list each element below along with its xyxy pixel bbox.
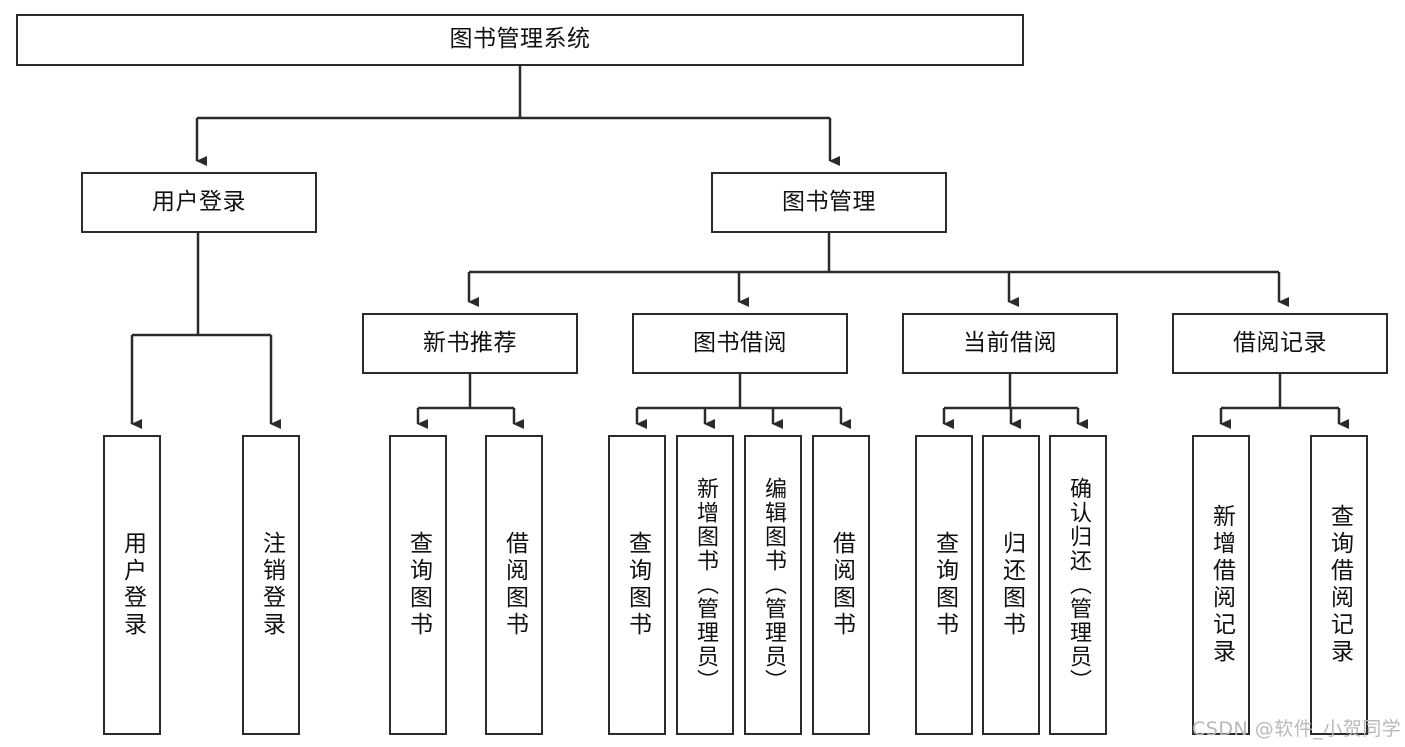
node-label-leaf-return-book: 归还图书 — [998, 531, 1025, 639]
node-root[interactable]: 图书管理系统 — [16, 14, 1024, 66]
node-leaf-user-login[interactable]: 用户登录 — [103, 435, 161, 735]
node-leaf-add-book[interactable]: 新增图书（管理员） — [676, 435, 734, 735]
node-label-leaf-add-record: 新增借阅记录 — [1208, 504, 1235, 666]
node-label-leaf-borrow-book-1: 借阅图书 — [501, 531, 528, 639]
node-leaf-query-record[interactable]: 查询借阅记录 — [1310, 435, 1368, 735]
node-label-leaf-logout: 注销登录 — [258, 531, 285, 639]
node-label-book-borrow: 图书借阅 — [693, 329, 787, 356]
node-leaf-borrow-book-1[interactable]: 借阅图书 — [485, 435, 543, 735]
connector-new-book-recommend-to-leaves — [416, 374, 524, 429]
connector-current-borrow-to-leaves — [942, 374, 1088, 429]
connector-user-login-to-leaves — [130, 233, 281, 429]
node-leaf-query-book-1[interactable]: 查询图书 — [389, 435, 447, 735]
node-new-book-recommend[interactable]: 新书推荐 — [362, 313, 578, 374]
node-current-borrow[interactable]: 当前借阅 — [902, 313, 1118, 374]
node-leaf-return-book[interactable]: 归还图书 — [982, 435, 1040, 735]
node-label-user-login: 用户登录 — [152, 188, 246, 215]
node-label-leaf-query-record: 查询借阅记录 — [1326, 504, 1353, 666]
node-label-current-borrow: 当前借阅 — [963, 329, 1057, 356]
node-label-new-book-recommend: 新书推荐 — [423, 329, 517, 356]
node-book-borrow[interactable]: 图书借阅 — [632, 313, 848, 374]
node-leaf-query-book-2[interactable]: 查询图书 — [608, 435, 666, 735]
node-label-leaf-add-book: 新增图书（管理员） — [693, 477, 718, 693]
node-label-leaf-borrow-book-2: 借阅图书 — [828, 531, 855, 639]
node-leaf-query-book-3[interactable]: 查询图书 — [915, 435, 973, 735]
node-leaf-logout[interactable]: 注销登录 — [242, 435, 300, 735]
watermark-text: CSDN @软件_小贺同学 — [1192, 718, 1402, 740]
connector-root-to-level1 — [195, 66, 840, 166]
node-label-book-manage: 图书管理 — [782, 188, 876, 215]
node-label-leaf-query-book-2: 查询图书 — [624, 531, 651, 639]
node-label-leaf-query-book-1: 查询图书 — [405, 531, 432, 639]
connector-book-borrow-to-leaves — [635, 374, 851, 429]
node-borrow-record[interactable]: 借阅记录 — [1172, 313, 1388, 374]
node-label-borrow-record: 借阅记录 — [1233, 329, 1327, 356]
node-leaf-borrow-book-2[interactable]: 借阅图书 — [812, 435, 870, 735]
node-label-leaf-user-login: 用户登录 — [119, 531, 146, 639]
node-leaf-confirm-return[interactable]: 确认归还（管理员） — [1049, 435, 1107, 735]
node-book-manage[interactable]: 图书管理 — [711, 172, 947, 233]
node-label-leaf-edit-book: 编辑图书（管理员） — [761, 477, 786, 693]
node-leaf-edit-book[interactable]: 编辑图书（管理员） — [744, 435, 802, 735]
connector-borrow-record-to-leaves — [1219, 374, 1349, 429]
node-leaf-add-record[interactable]: 新增借阅记录 — [1192, 435, 1250, 735]
node-label-leaf-query-book-3: 查询图书 — [931, 531, 958, 639]
node-user-login[interactable]: 用户登录 — [81, 172, 317, 233]
connector-book-manage-to-level2 — [467, 233, 1289, 307]
node-label-root: 图书管理系统 — [449, 26, 591, 53]
node-label-leaf-confirm-return: 确认归还（管理员） — [1066, 477, 1091, 693]
